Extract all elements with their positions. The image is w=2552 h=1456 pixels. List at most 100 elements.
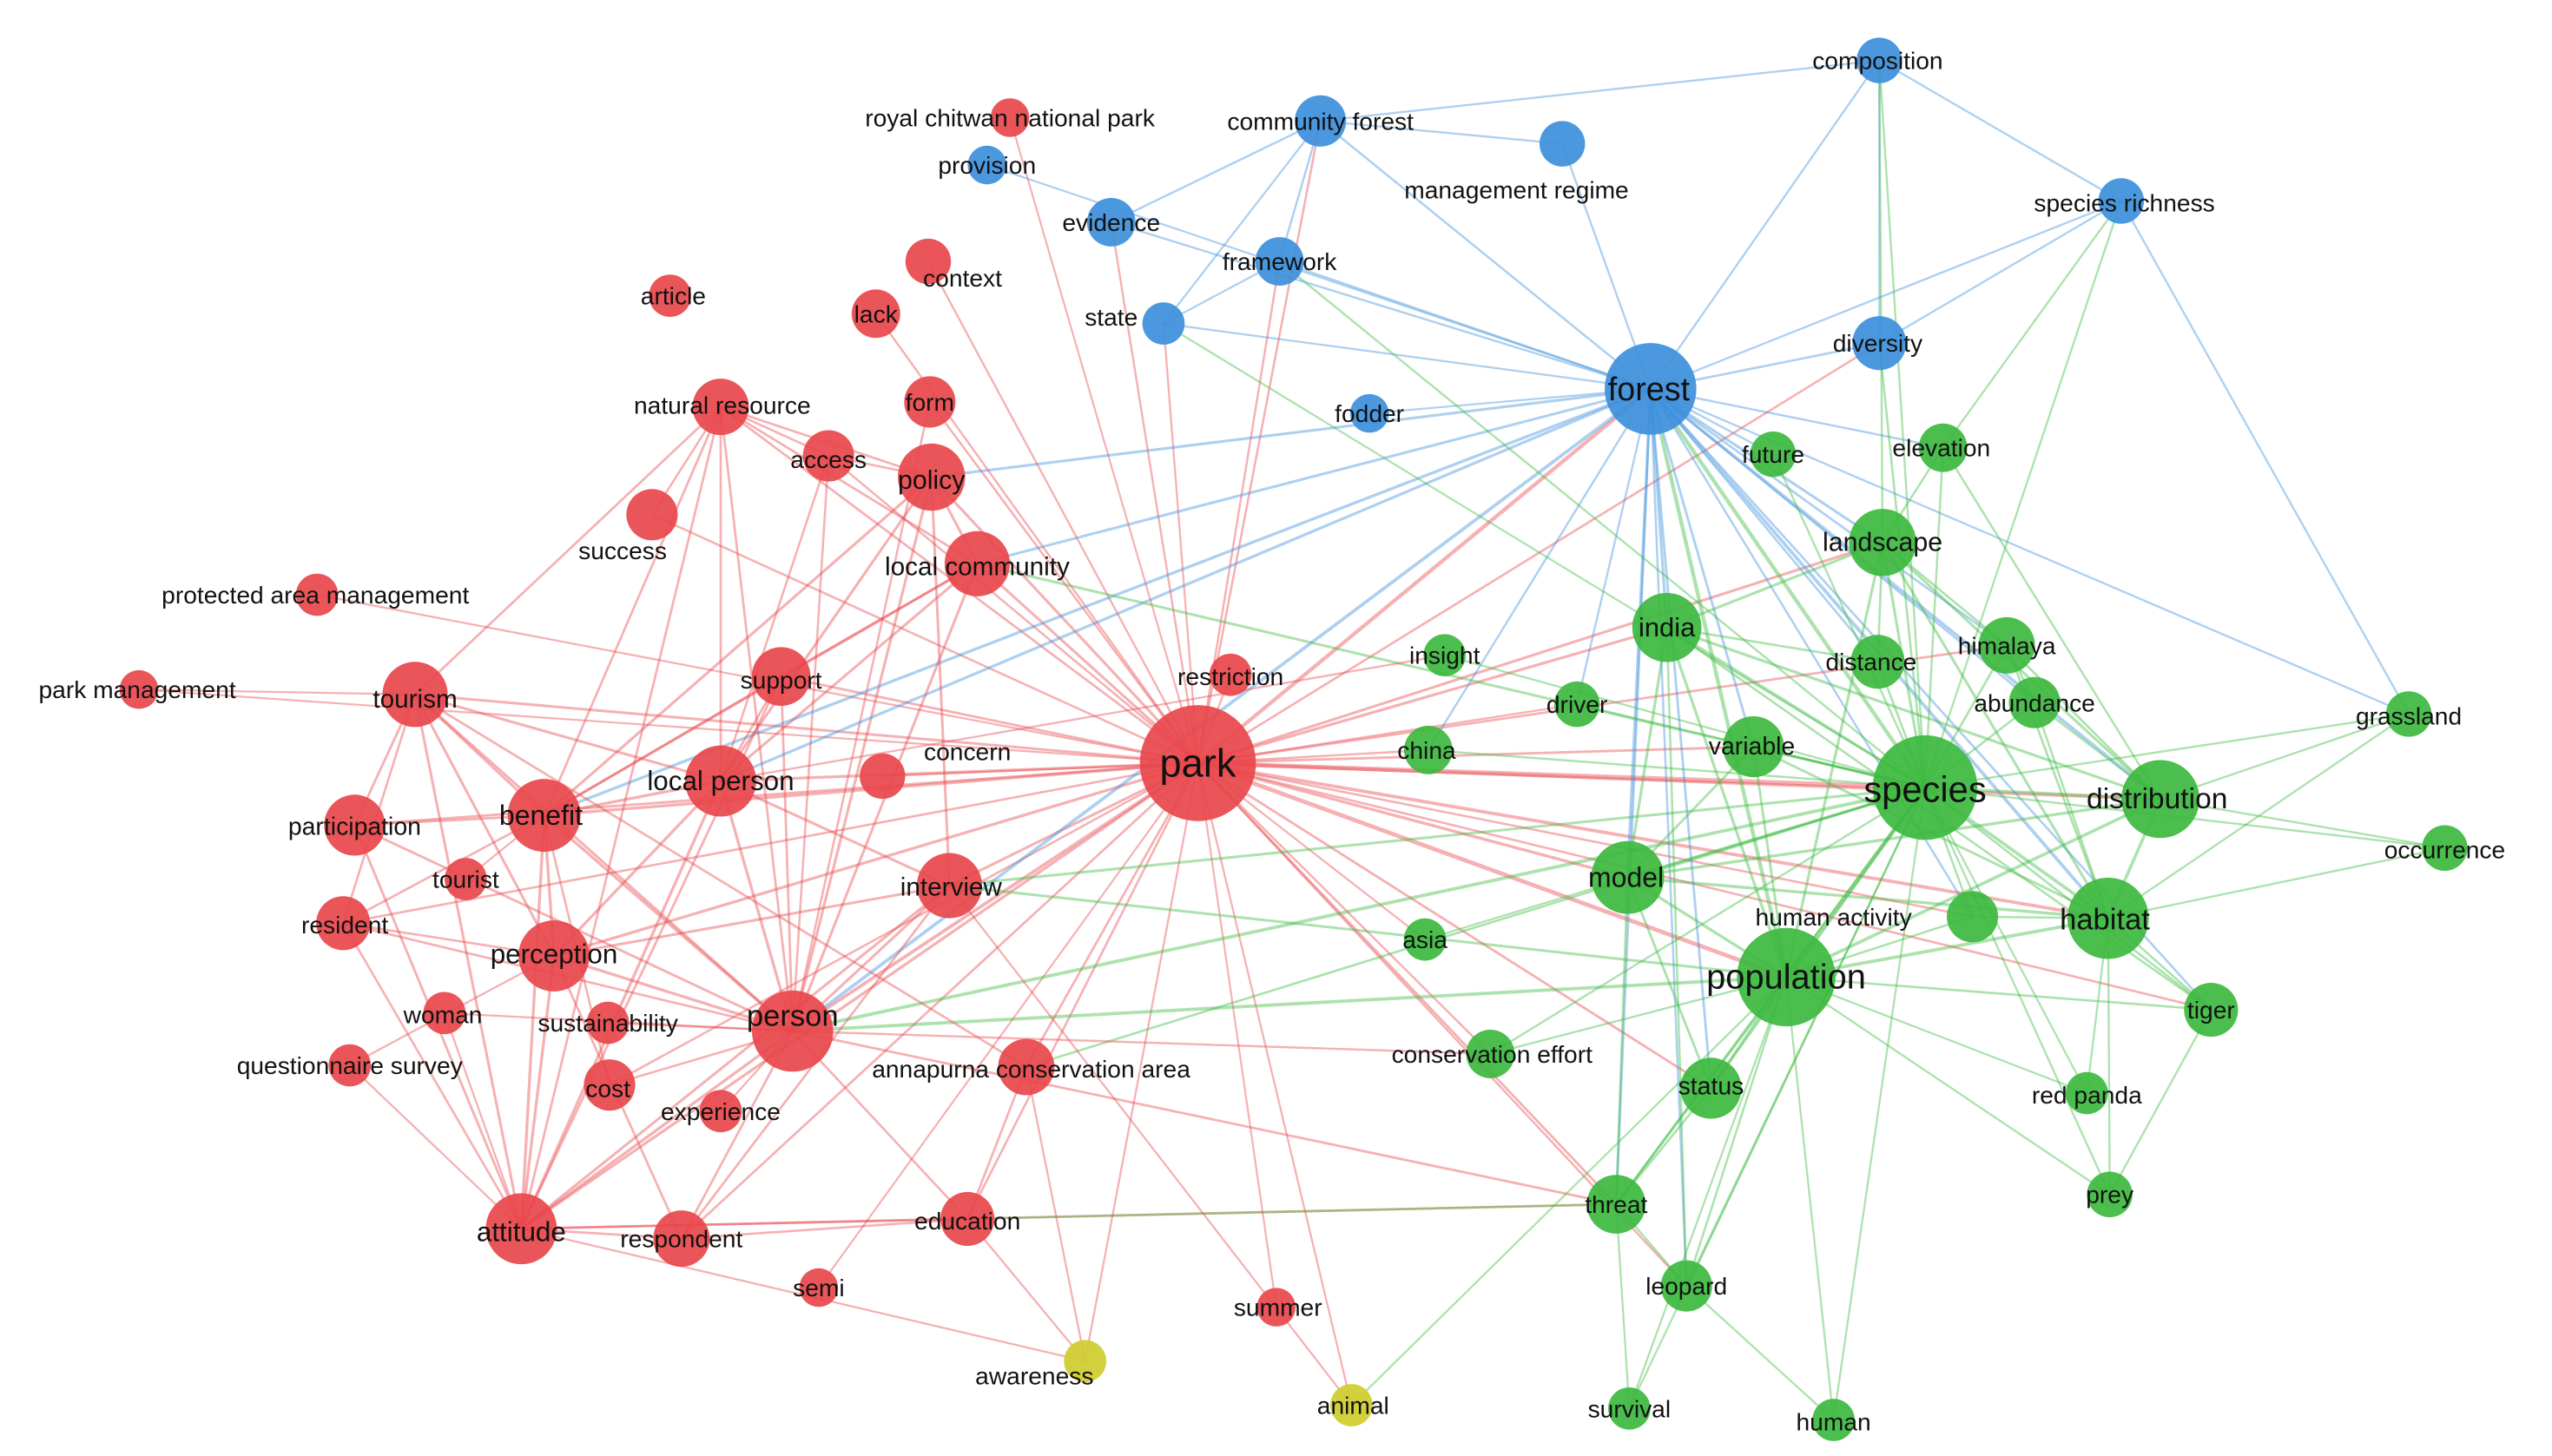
node-experience[interactable] xyxy=(699,1090,742,1133)
node-red-panda[interactable] xyxy=(2065,1071,2108,1115)
node-diversity[interactable] xyxy=(1852,316,1907,371)
node-composition[interactable] xyxy=(1856,37,1902,83)
node-local-community[interactable] xyxy=(944,530,1011,596)
node-state[interactable] xyxy=(1142,302,1185,345)
node-species[interactable] xyxy=(1872,735,1978,840)
node-park-management[interactable] xyxy=(119,669,159,709)
node-human-activity[interactable] xyxy=(1947,891,1999,943)
edge-distribution-landscape xyxy=(1882,541,2162,800)
node-habitat[interactable] xyxy=(2067,877,2149,959)
node-prey[interactable] xyxy=(2087,1171,2133,1217)
node-landscape[interactable] xyxy=(1849,509,1916,576)
node-distribution[interactable] xyxy=(2121,760,2199,839)
edge-benefit-natural-resource xyxy=(543,406,722,816)
node-annapurna-conservation-area[interactable] xyxy=(998,1038,1055,1096)
node-education[interactable] xyxy=(940,1191,995,1247)
node-questionnaire-survey[interactable] xyxy=(328,1044,372,1087)
label-woman: woman xyxy=(403,1001,483,1029)
node-sustainability[interactable] xyxy=(586,1001,630,1044)
node-local-person[interactable] xyxy=(685,745,756,817)
node-insight[interactable] xyxy=(1423,634,1467,677)
node-variable[interactable] xyxy=(1723,715,1784,778)
node-access[interactable] xyxy=(802,430,854,482)
node-participation[interactable] xyxy=(324,794,386,856)
nodes-layer xyxy=(119,37,2468,1441)
node-form[interactable] xyxy=(904,376,956,428)
node-himalaya[interactable] xyxy=(1978,616,2035,674)
node-distance[interactable] xyxy=(1850,635,1905,689)
node-cost[interactable] xyxy=(584,1059,636,1111)
node-evidence[interactable] xyxy=(1086,198,1136,247)
node-person[interactable] xyxy=(751,990,834,1072)
node-interview[interactable] xyxy=(916,853,983,919)
label-elevation: elevation xyxy=(1892,434,1990,462)
edge-tourism-perception xyxy=(413,694,556,957)
edge-person-natural-resource xyxy=(719,406,795,1031)
node-park[interactable] xyxy=(1139,705,1256,821)
node-tourist[interactable] xyxy=(445,858,487,900)
label-park-management: park management xyxy=(38,675,235,703)
edge-population-distribution xyxy=(1785,797,2161,979)
edge-animal-interview xyxy=(948,885,1353,1407)
node-natural-resource[interactable] xyxy=(692,379,749,436)
node-tourism[interactable] xyxy=(382,662,448,728)
edge-species-richness-grassland xyxy=(2120,200,2410,715)
edge-distribution-model xyxy=(1627,797,2161,880)
node-india[interactable] xyxy=(1632,592,1702,662)
node-leopard[interactable] xyxy=(1660,1260,1712,1312)
node-success[interactable] xyxy=(626,489,678,541)
node-animal[interactable] xyxy=(1330,1384,1373,1426)
node-asia[interactable] xyxy=(1403,918,1447,961)
node-human[interactable] xyxy=(1812,1399,1855,1441)
label-driver: driver xyxy=(1546,690,1607,718)
label-distance: distance xyxy=(1825,648,1916,675)
node-concern[interactable] xyxy=(860,753,906,800)
node-abundance[interactable] xyxy=(2008,676,2061,728)
node-summer[interactable] xyxy=(1256,1288,1296,1327)
node-attitude[interactable] xyxy=(485,1193,557,1265)
node-future[interactable] xyxy=(1750,431,1797,478)
node-woman[interactable] xyxy=(423,992,466,1035)
node-occurrence[interactable] xyxy=(2422,825,2468,871)
node-article[interactable] xyxy=(649,274,691,317)
edge-species-status xyxy=(1710,787,1927,1090)
node-policy[interactable] xyxy=(898,443,966,511)
node-model[interactable] xyxy=(1591,840,1665,914)
node-tiger[interactable] xyxy=(2184,983,2239,1038)
node-support[interactable] xyxy=(751,647,811,706)
label-threat: threat xyxy=(1585,1190,1647,1218)
node-awareness[interactable] xyxy=(1064,1340,1106,1383)
edge-india-distance xyxy=(1666,626,1878,663)
node-conservation-effort[interactable] xyxy=(1466,1029,1515,1078)
node-perception[interactable] xyxy=(518,920,590,992)
node-management-regime[interactable] xyxy=(1539,121,1586,167)
node-framework[interactable] xyxy=(1255,237,1304,287)
label-diversity: diversity xyxy=(1833,329,1923,357)
node-driver[interactable] xyxy=(1553,681,1600,728)
node-forest[interactable] xyxy=(1605,343,1697,435)
node-respondent[interactable] xyxy=(653,1210,710,1268)
node-royal-chitwan-national-park[interactable] xyxy=(990,98,1030,137)
node-population[interactable] xyxy=(1737,927,1836,1027)
node-threat[interactable] xyxy=(1586,1175,1646,1234)
node-china[interactable] xyxy=(1403,725,1453,774)
node-lack[interactable] xyxy=(851,289,900,339)
node-status[interactable] xyxy=(1680,1057,1742,1119)
node-community-forest[interactable] xyxy=(1295,95,1347,147)
node-grassland[interactable] xyxy=(2385,691,2432,737)
edge-attitude-natural-resource xyxy=(520,406,722,1229)
node-fodder[interactable] xyxy=(1349,393,1389,433)
edge-park-tourism xyxy=(414,693,1198,765)
node-benefit[interactable] xyxy=(507,779,581,853)
node-semi[interactable] xyxy=(799,1268,839,1308)
node-survival[interactable] xyxy=(1608,1387,1651,1430)
node-context[interactable] xyxy=(905,238,952,285)
node-resident[interactable] xyxy=(316,896,371,951)
label-forest: forest xyxy=(1608,371,1691,407)
node-species-richness[interactable] xyxy=(2098,178,2145,224)
node-protected-area-management[interactable] xyxy=(295,573,339,616)
node-restriction[interactable] xyxy=(1209,653,1252,696)
node-provision[interactable] xyxy=(967,145,1006,185)
node-elevation[interactable] xyxy=(1918,423,1968,472)
label-landscape: landscape xyxy=(1823,528,1942,557)
